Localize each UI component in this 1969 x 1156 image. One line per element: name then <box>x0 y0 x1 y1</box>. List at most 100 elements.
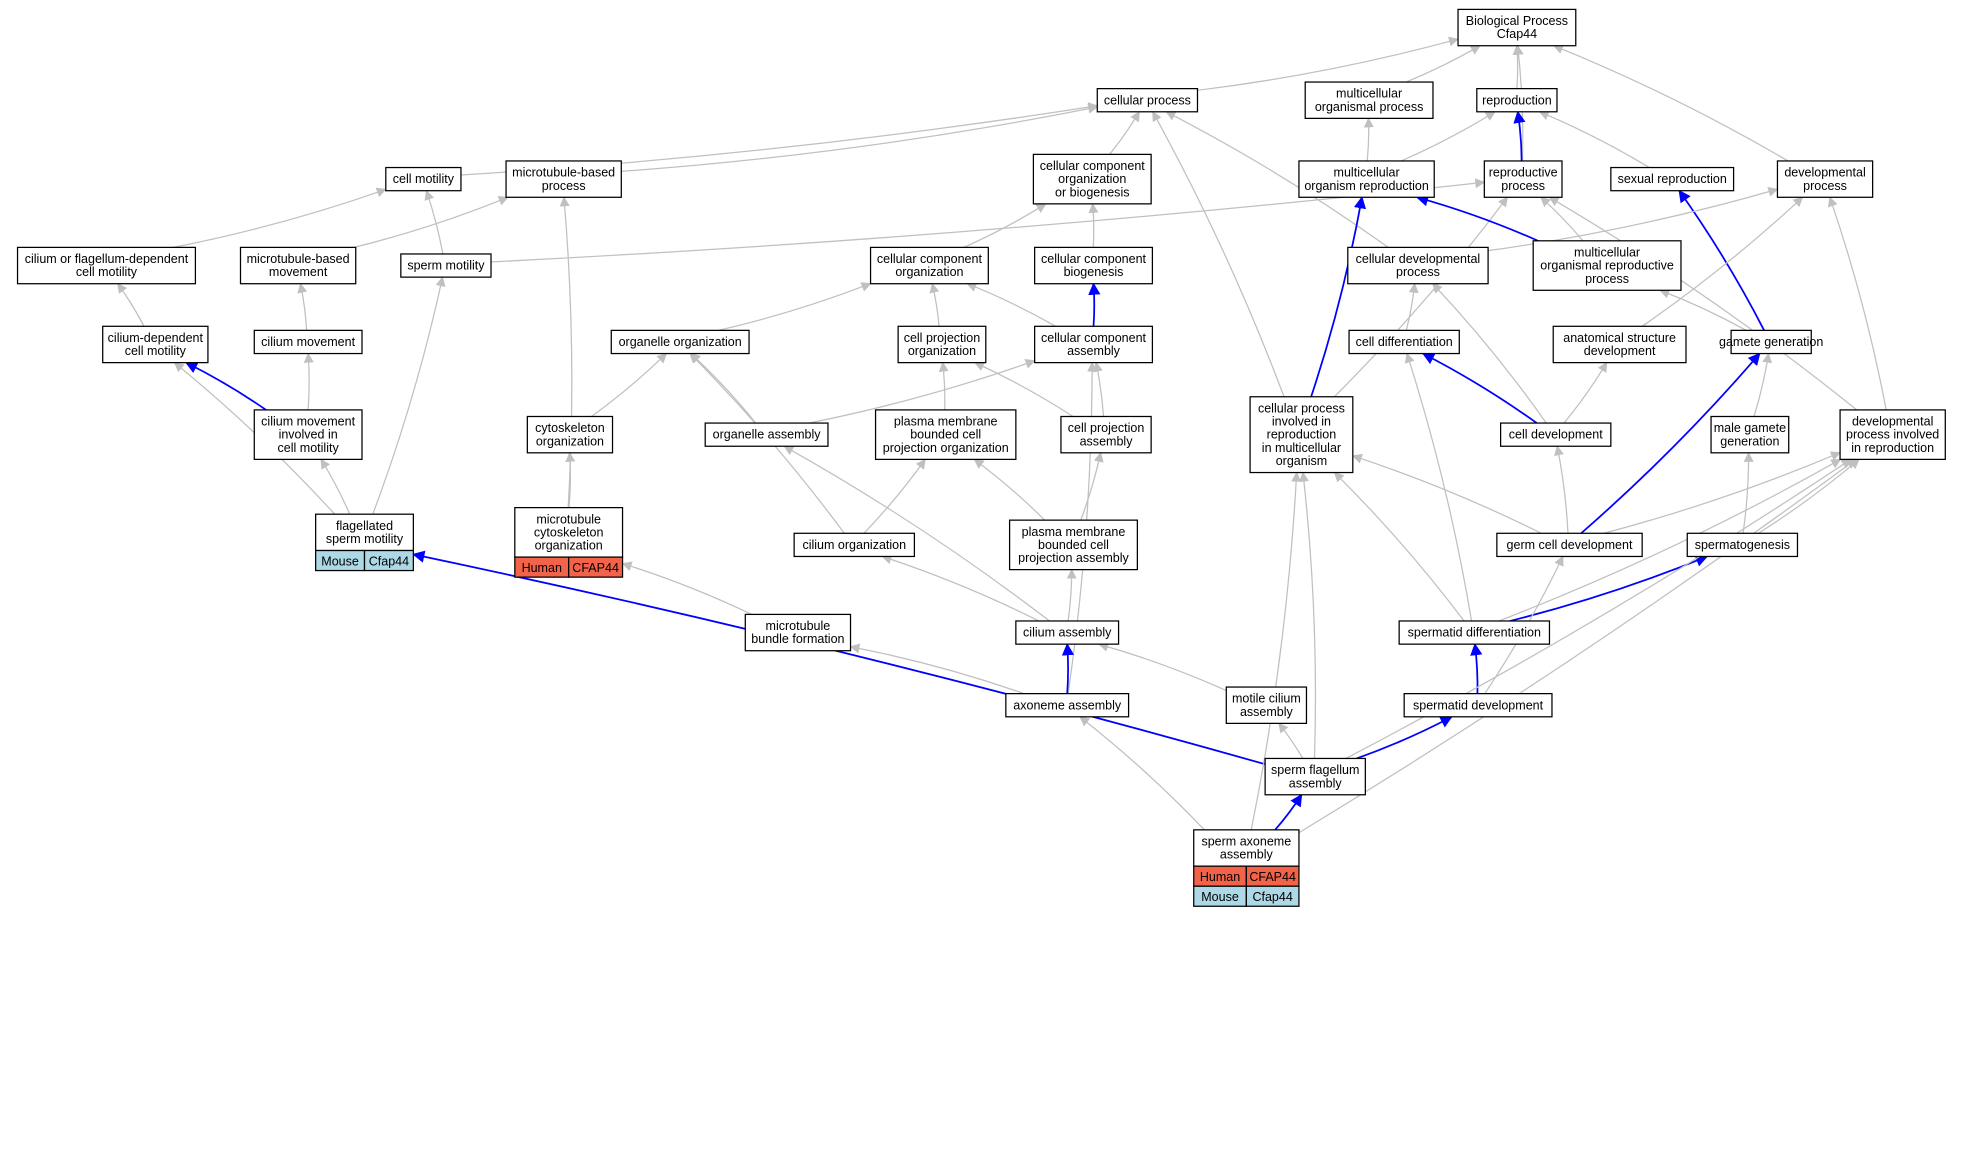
is-a-edge <box>1659 288 1747 331</box>
term-box <box>505 160 622 198</box>
is-a-edge <box>1197 36 1459 91</box>
go-term-spermatogenesis[interactable]: spermatogenesis <box>1686 532 1799 558</box>
go-term-cell-differentiation[interactable]: cell differentiation <box>1348 329 1460 355</box>
term-label-line: multicellular <box>1334 166 1400 180</box>
go-term-cilium-assembly[interactable]: cilium assembly <box>1015 620 1120 645</box>
term-box <box>1710 415 1790 454</box>
term-box <box>897 325 987 364</box>
highlighted-is-a-edge <box>1421 352 1538 424</box>
term-box <box>253 329 363 355</box>
is-a-edge <box>1088 202 1099 248</box>
term-box <box>1457 8 1577 47</box>
term-label-line: cell motility <box>278 441 340 455</box>
term-label-line: cilium or flagellum-dependent <box>25 252 189 266</box>
term-label-line: microtubule <box>766 619 831 633</box>
term-label-line: cell development <box>1509 428 1603 442</box>
term-label-line: plasma membrane <box>894 415 998 429</box>
is-a-edge <box>808 359 1036 424</box>
term-label-line: multicellular <box>1336 87 1402 101</box>
is-a-edge <box>973 458 1046 521</box>
is-a-edge <box>372 276 446 515</box>
highlighted-is-a-edge <box>1061 642 1075 694</box>
go-term-spermatid-development[interactable]: spermatid development <box>1403 693 1553 718</box>
term-box <box>1005 693 1130 718</box>
term-label-line: sexual reproduction <box>1618 172 1727 186</box>
term-label-line: gamete generation <box>1719 335 1823 349</box>
term-box <box>526 415 614 454</box>
go-term-sperm-motility[interactable]: sperm motility <box>400 253 492 278</box>
term-box <box>1483 160 1563 198</box>
term-label-line: process <box>1396 265 1440 279</box>
term-label-line: cell motility <box>76 265 138 279</box>
term-label-line: microtubule-based <box>512 166 615 180</box>
go-term-germ-cell-development[interactable]: germ cell development <box>1496 532 1643 558</box>
term-label-line: organization <box>536 434 604 448</box>
go-term-organelle-organization[interactable]: organelle organization <box>610 329 750 355</box>
is-a-edge <box>1405 282 1419 331</box>
go-term-spermatid-differentiation[interactable]: spermatid differentiation <box>1398 620 1551 645</box>
go-term-reproduction[interactable]: reproduction <box>1476 87 1558 113</box>
term-label-line: organization <box>535 539 603 553</box>
go-term-microtubule-cytoskeleton-organization[interactable]: microtubulecytoskeletonorganizationHuman… <box>514 506 624 578</box>
term-box <box>1730 329 1812 355</box>
term-label-line: motile cilium <box>1232 692 1301 706</box>
go-term-axoneme-assembly[interactable]: axoneme assembly <box>1005 693 1130 718</box>
term-label-line: development <box>1584 344 1656 358</box>
go-term-cellular-process[interactable]: cellular process <box>1096 87 1199 113</box>
term-box <box>1348 329 1460 355</box>
go-term-sexual-reproduction[interactable]: sexual reproduction <box>1610 166 1735 192</box>
go-term-cell-motility[interactable]: cell motility <box>385 166 462 192</box>
go-term-organelle-assembly[interactable]: organelle assembly <box>704 422 829 447</box>
term-box <box>1403 693 1553 718</box>
term-label-line: organism <box>1276 454 1327 468</box>
term-label-line: cilium movement <box>261 335 355 349</box>
mouse-species-label: Mouse <box>1201 890 1239 904</box>
is-a-edge <box>1603 451 1841 534</box>
go-term-cilium-organization[interactable]: cilium organization <box>793 532 916 558</box>
term-box <box>704 422 829 447</box>
term-label-line: organelle organization <box>619 335 742 349</box>
go-term-cilium-movement[interactable]: cilium movement <box>253 329 363 355</box>
term-label-line: cilium organization <box>802 538 906 552</box>
term-label-line: male gamete <box>1714 421 1786 435</box>
term-label-line: cellular component <box>1041 331 1147 345</box>
go-term-gamete-generation[interactable]: gamete generation <box>1719 329 1823 355</box>
term-box <box>1499 422 1612 447</box>
highlighted-is-a-edge <box>1274 793 1303 831</box>
term-label-line: generation <box>1720 434 1779 448</box>
go-term-cell-development[interactable]: cell development <box>1499 422 1612 447</box>
term-label-line: sperm motility <box>326 532 404 546</box>
